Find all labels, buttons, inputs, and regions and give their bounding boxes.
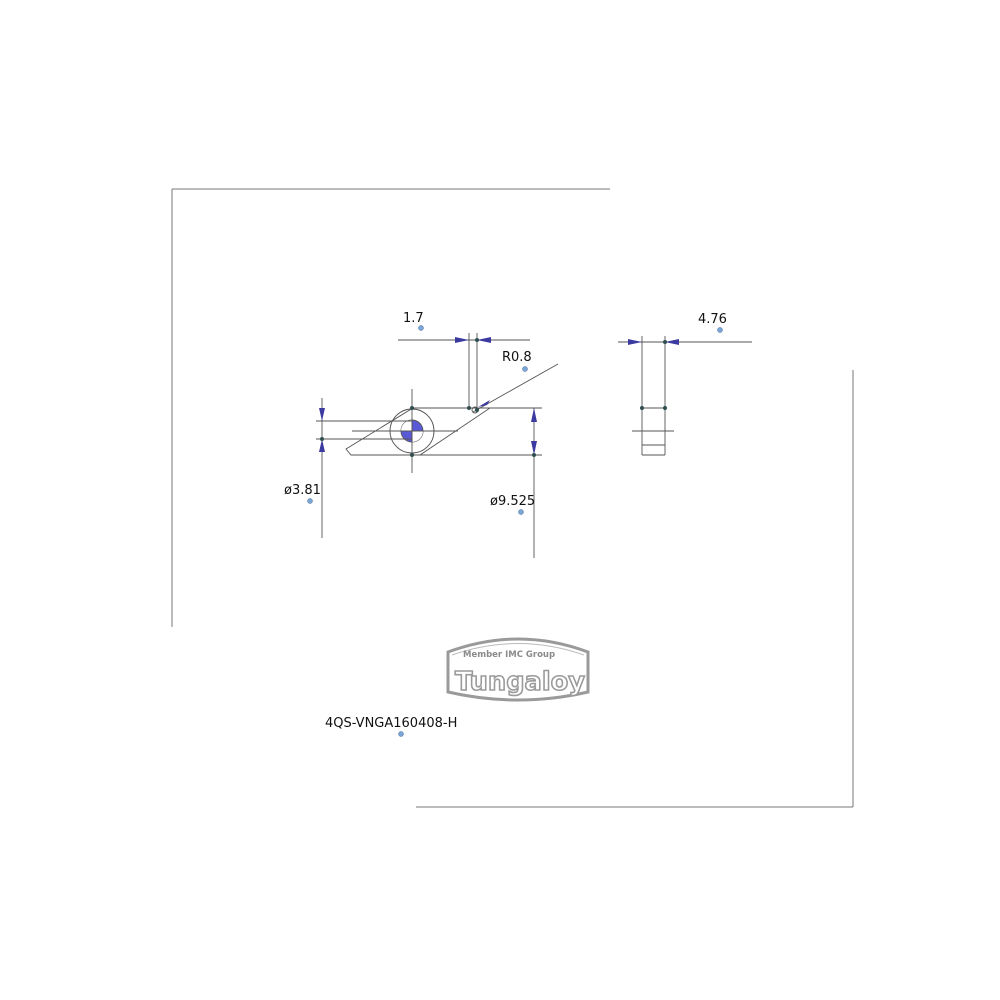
dim-hole-diameter-dot [307, 498, 313, 504]
dim-hole-diameter-label: ø3.81 [284, 483, 321, 498]
hole-quadrants [401, 420, 423, 442]
dim-radius-arrow [478, 400, 490, 407]
insert-side-view [618, 336, 752, 456]
dim-top-width-label: 1.7 [403, 311, 424, 326]
dim-top-width-dot [418, 325, 424, 331]
dim-inscribed-circle-dot [518, 509, 524, 515]
dim-inscribed-circle-label: ø9.525 [490, 494, 535, 509]
logo-brand: Tungaloy [455, 667, 585, 697]
dim-radius-label: R0.8 [502, 350, 532, 365]
tungaloy-logo: Member IMC Group Tungaloy [446, 637, 590, 702]
snap-points [320, 338, 667, 457]
frame-top-left [171, 188, 610, 627]
dim-hole-diameter [316, 398, 412, 538]
dim-thickness-dot [717, 327, 723, 333]
dim-radius-dot [522, 366, 528, 372]
dim-thickness-label: 4.76 [698, 312, 727, 327]
insert-top-view [345, 363, 559, 473]
frame-bottom-right [416, 370, 854, 808]
dim-top-width [398, 333, 530, 408]
logo-tagline: Member IMC Group [463, 650, 555, 660]
part-number-dot [398, 731, 404, 737]
dim-inscribed-circle [420, 407, 542, 558]
part-number-label: 4QS-VNGA160408-H [325, 716, 457, 731]
